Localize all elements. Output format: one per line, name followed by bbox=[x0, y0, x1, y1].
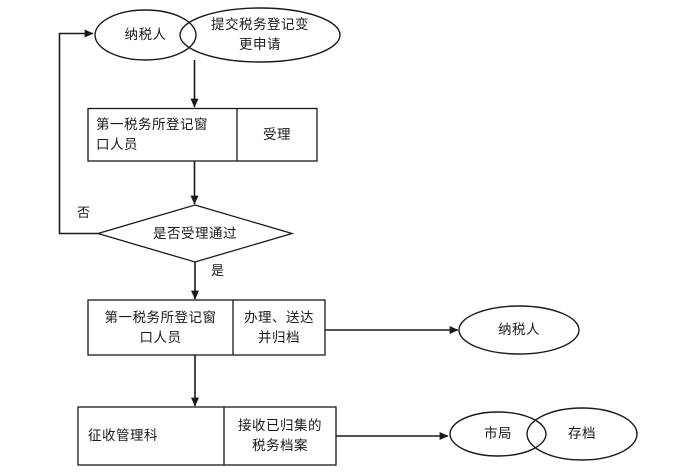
edge-label-yes: 是 bbox=[211, 264, 225, 279]
edge-label-no: 否 bbox=[77, 206, 91, 221]
box1-outer[interactable] bbox=[87, 107, 318, 162]
taxpayer-end-ellipse[interactable] bbox=[458, 305, 580, 355]
box3-outer[interactable] bbox=[77, 406, 337, 466]
archive-ellipse[interactable] bbox=[526, 407, 638, 461]
submit-request-ellipse[interactable] bbox=[179, 7, 341, 63]
arrow-no-loopback bbox=[58, 29, 98, 235]
box2-outer[interactable] bbox=[87, 299, 326, 356]
taxpayer-start-ellipse[interactable] bbox=[94, 9, 197, 61]
city-bureau-ellipse[interactable] bbox=[449, 411, 547, 457]
decision-diamond[interactable] bbox=[95, 204, 295, 263]
